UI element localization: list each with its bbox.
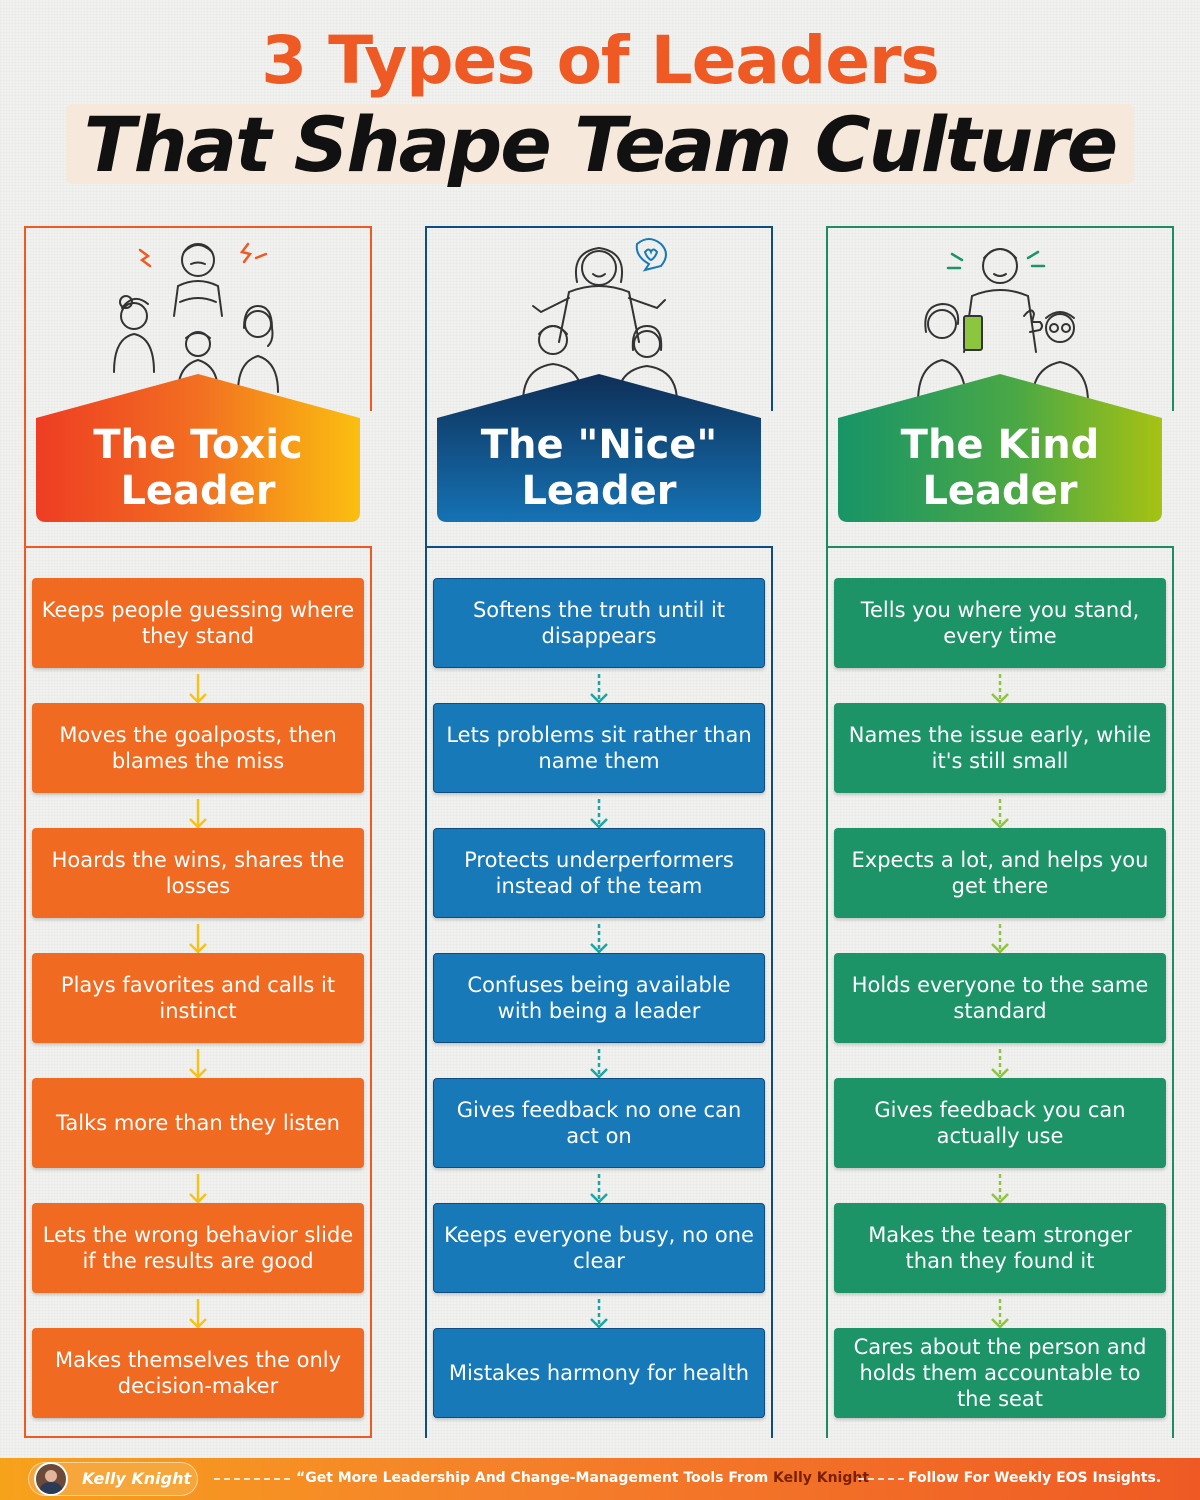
trait-card: Keeps people guessing where they stand <box>32 578 364 668</box>
badge-title-line2: Leader <box>922 468 1078 514</box>
trait-card: Expects a lot, and helps you get there <box>834 828 1166 918</box>
column-frame-edge <box>1172 226 1174 411</box>
down-arrow-icon <box>590 799 608 829</box>
badge-title-line2: Leader <box>521 468 677 514</box>
down-arrow-icon <box>590 924 608 954</box>
footer-quote: “Get More Leadership And Change-Manageme… <box>296 1470 869 1486</box>
trait-card: Holds everyone to the same standard <box>834 953 1166 1043</box>
trait-card: Plays favorites and calls it instinct <box>32 953 364 1043</box>
smiling-leader-with-heart-bubble-icon <box>522 238 678 402</box>
badge-title-line1: The Kind <box>900 422 1100 468</box>
down-arrow-icon <box>991 1049 1009 1079</box>
title-highlight <box>66 104 1134 184</box>
page-title-line1: 3 Types of Leaders <box>261 22 940 99</box>
badge-nice-leader: The "Nice" Leader <box>437 374 761 524</box>
trait-card: Gives feedback no one can act on <box>433 1078 765 1168</box>
person-icon <box>39 1470 63 1494</box>
down-arrow-icon <box>189 799 207 829</box>
trait-card: Makes the team stronger than they found … <box>834 1203 1166 1293</box>
trait-card: Softens the truth until it disappears <box>433 578 765 668</box>
badge-toxic-leader: The Toxic Leader <box>36 374 360 524</box>
column-frame-lower <box>24 546 372 1438</box>
trait-card: Lets problems sit rather than name them <box>433 703 765 793</box>
quote-text: “Get More Leadership And Change-Manageme… <box>296 1470 774 1486</box>
badge-shape <box>36 374 360 522</box>
column-nice-leader: The "Nice" Leader Softens the truth unti… <box>425 226 773 1438</box>
trait-card: Hoards the wins, shares the losses <box>32 828 364 918</box>
column-toxic-leader: The Toxic Leader Keeps people guessing w… <box>24 226 372 1438</box>
angry-leader-with-worried-team-icon <box>113 242 279 393</box>
badge-shape <box>437 374 761 522</box>
trait-card: Cares about the person and holds them ac… <box>834 1328 1166 1418</box>
follow-cta[interactable]: Follow For Weekly EOS Insights. <box>908 1470 1162 1486</box>
down-arrow-icon <box>991 1299 1009 1329</box>
down-arrow-icon <box>189 1174 207 1204</box>
down-arrow-icon <box>991 1174 1009 1204</box>
divider <box>858 1478 904 1480</box>
page-title-line2: That Shape Team Culture <box>83 100 1118 189</box>
column-kind-leader: The Kind Leader Tells you where you stan… <box>826 226 1174 1438</box>
trait-card: Gives feedback you can actually use <box>834 1078 1166 1168</box>
down-arrow-icon <box>991 799 1009 829</box>
column-frame-lower <box>826 546 1174 1438</box>
avatar <box>34 1462 68 1496</box>
trait-card: Confuses being available with being a le… <box>433 953 765 1043</box>
down-arrow-icon <box>189 924 207 954</box>
down-arrow-icon <box>189 1299 207 1329</box>
trait-card: Tells you where you stand, every time <box>834 578 1166 668</box>
quote-author-name: Kelly Knight <box>773 1470 870 1486</box>
trait-card: Protects underperformers instead of the … <box>433 828 765 918</box>
column-frame-edge <box>370 226 372 411</box>
badge-shape <box>838 374 1162 522</box>
down-arrow-icon <box>590 1174 608 1204</box>
trait-card: Keeps everyone busy, no one clear <box>433 1203 765 1293</box>
divider <box>214 1478 290 1480</box>
down-arrow-icon <box>590 1299 608 1329</box>
down-arrow-icon <box>189 674 207 704</box>
trait-card: Makes themselves the only decision-maker <box>32 1328 364 1418</box>
trait-card: Lets the wrong behavior slide if the res… <box>32 1203 364 1293</box>
badge-title-line1: The Toxic <box>93 422 303 468</box>
leader-giving-thumbs-up-to-team-icon <box>917 248 1089 402</box>
trait-card: Names the issue early, while it's still … <box>834 703 1166 793</box>
down-arrow-icon <box>590 1049 608 1079</box>
column-frame-lower <box>425 546 773 1438</box>
trait-card: Mistakes harmony for health <box>433 1328 765 1418</box>
down-arrow-icon <box>590 674 608 704</box>
column-frame-edge <box>771 226 773 411</box>
badge-kind-leader: The Kind Leader <box>838 374 1162 524</box>
trait-card: Talks more than they listen <box>32 1078 364 1168</box>
down-arrow-icon <box>189 1049 207 1079</box>
down-arrow-icon <box>991 924 1009 954</box>
footer-bar: Kelly Knight “Get More Leadership And Ch… <box>0 1458 1200 1500</box>
badge-title-line1: The "Nice" <box>480 422 718 468</box>
author-name: Kelly Knight <box>82 1469 192 1488</box>
down-arrow-icon <box>991 674 1009 704</box>
trait-card: Moves the goalposts, then blames the mis… <box>32 703 364 793</box>
badge-title-line2: Leader <box>120 468 276 514</box>
